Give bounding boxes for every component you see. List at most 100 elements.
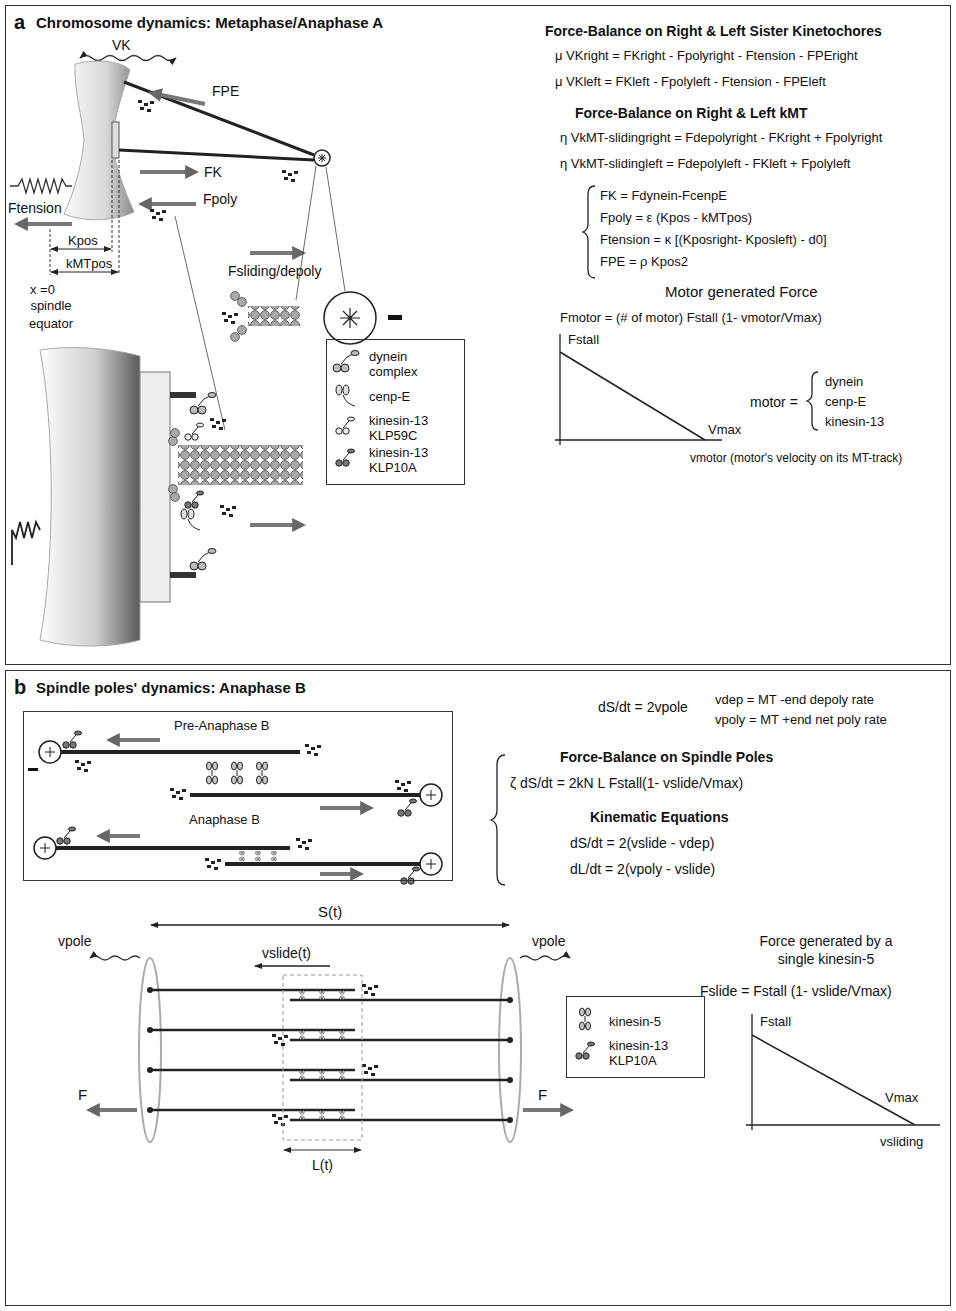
label-slot: F [538, 1086, 547, 1104]
drawing-path [520, 956, 570, 960]
drawing-line [152, 93, 205, 104]
drawing-circle [238, 298, 247, 307]
panel-letter: a [14, 11, 25, 33]
drawing-line [320, 806, 370, 810]
drawing-path [491, 755, 505, 885]
panel-box: aChromosome dynamics: Metaphase/Anaphase… [5, 5, 951, 665]
legend-text: kinesin-5 [609, 1014, 661, 1029]
drawing-circle [147, 1027, 153, 1033]
label-slot: S(t) [318, 903, 342, 921]
legend-text: kinesin-13 KLP10A [369, 445, 455, 475]
drawing-use [576, 1042, 595, 1059]
equation-label: vpole [532, 933, 565, 949]
drawing-path [426, 790, 436, 800]
drawing-path [583, 186, 595, 278]
drawing-path [40, 348, 140, 646]
legend-box: kinesin-5 kinesin-13 KLP10A [566, 996, 705, 1078]
equation-label: Fsliding/depoly [228, 263, 321, 279]
equation-label: vsliding [880, 1134, 923, 1149]
heading: Spindle poles' dynamics: Anaphase B [36, 679, 306, 696]
equation-label: Force generated by a single kinesin-5 [759, 933, 892, 967]
label-slot: Force generated by a single kinesin-5 [740, 932, 912, 968]
drawing-path [90, 956, 140, 960]
label-slot: η VkMT-slidingleft = Fdepolyleft - FKlef… [560, 154, 850, 172]
label-slot: Force-Balance on Right & Left Sister Kin… [545, 22, 882, 40]
drawing-use [336, 449, 355, 466]
equation-label: dL/dt = 2(vpoly - vslide) [570, 861, 715, 877]
drawing-rect [388, 315, 402, 320]
label-slot: Fsliding/depoly [228, 262, 321, 280]
label-slot: kinesin-13 [825, 412, 884, 430]
drawing-use [580, 1008, 591, 1030]
drawing-use [190, 549, 216, 571]
legend-row: kinesin-5 [609, 1005, 696, 1037]
label-slot: FPE = ρ Kpos2 [600, 252, 688, 270]
text-slot: Spindle poles' dynamics: Anaphase B [36, 679, 306, 697]
equation-label: FPE [212, 83, 239, 99]
equation-label: motor = [750, 394, 798, 410]
label-slot: Fpoly = ε (Kpos - kMTpos) [600, 208, 752, 226]
equation-label: Kpos [68, 233, 98, 248]
drawing-g [300, 1110, 305, 1119]
drawing-ellipse [499, 958, 521, 1142]
drawing-use [395, 780, 411, 792]
drawing-circle [507, 1077, 513, 1083]
label-slot: FK [204, 163, 222, 181]
equation-label: vpole [58, 933, 91, 949]
drawing-use [272, 1034, 288, 1046]
equation-label: η VkMT-slidingleft = Fdepolyleft - FKlef… [560, 156, 850, 171]
drawing-g [300, 990, 305, 999]
drawing-use [240, 851, 245, 861]
drawing-line [18, 222, 72, 226]
drawing-line [119, 160, 120, 275]
label-slot: Fslide = Fstall (1- vslide/Vmax) [700, 982, 892, 1000]
drawing-use [300, 1070, 305, 1079]
label-slot: Vmax [885, 1088, 918, 1106]
drawing-path [426, 859, 436, 869]
label-slot: Fstall [568, 330, 599, 348]
drawing-line [560, 352, 705, 440]
label-slot: dL/dt = 2(vpoly - vslide) [570, 860, 715, 878]
legend-row: cenp-E [369, 380, 456, 412]
legend-row: kinesin-13 KLP10A [369, 444, 456, 476]
label-slot: dS/dt = 2vpole [598, 698, 688, 716]
drawing-circle [171, 493, 180, 502]
equation-label: Fpoly [203, 191, 237, 207]
equation-label: vdep = MT -end depoly rate [715, 692, 874, 707]
drawing-use [340, 1110, 345, 1119]
equation-label: FK [204, 164, 222, 180]
drawing-use [333, 351, 359, 373]
equation-label: μ VKright = FKright - Fpolyright - Ftens… [555, 48, 858, 63]
drawing-line [751, 1014, 752, 1130]
legend-text: cenp-E [369, 389, 410, 404]
drawing-line [142, 202, 196, 206]
label-slot: vsliding [880, 1132, 923, 1150]
drawing-use [300, 1110, 305, 1119]
drawing-circle [169, 437, 178, 446]
drawing-circle [147, 1067, 153, 1073]
drawing-rect [170, 572, 196, 578]
label-slot: ζ dS/dt = 2kN L Fstall(1- vslide/Vmax) [510, 774, 743, 792]
equation-label: dynein [825, 374, 863, 389]
label-slot: vmotor (motor's velocity on its MT-track… [690, 448, 902, 466]
drawing-use [138, 100, 154, 112]
drawing-circle [231, 333, 240, 342]
legend-text: kinesin-13 KLP10A [609, 1038, 695, 1068]
drawing-g [340, 1070, 345, 1079]
section-heading: Force-Balance on Right & Left kMT [575, 105, 808, 121]
drawing-use [75, 760, 91, 772]
drawing-use [170, 788, 186, 800]
drawing-line [90, 1108, 137, 1112]
label-slot: Force-Balance on Spindle Poles [560, 748, 773, 766]
equation-label: vpoly = MT +end net poly rate [715, 712, 887, 727]
equation-label: FPE = ρ Kpos2 [600, 254, 688, 269]
equation-label: cenp-E [825, 394, 866, 409]
drawing-line [61, 750, 300, 754]
drawing-circle [314, 150, 330, 166]
drawing-line [296, 166, 316, 300]
drawing-use [257, 762, 268, 784]
drawing-line [523, 1108, 570, 1112]
drawing-g [256, 851, 261, 861]
drawing-circle [34, 837, 56, 859]
